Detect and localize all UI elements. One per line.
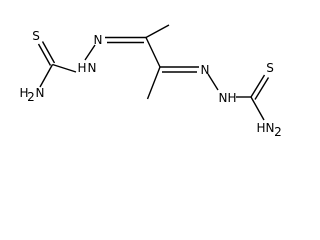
atom-label-nh2-left-h: H [19, 86, 28, 100]
atom-label-h-right: H [227, 91, 236, 105]
bond-lower-methyl [146, 66, 161, 100]
atom-label-h-left: H [77, 61, 86, 75]
atom-label-n-right: N [201, 63, 210, 77]
bond-left-nh-n [84, 44, 96, 61]
atom-label-nh2-right-sub: 2 [274, 125, 282, 139]
atom-labels: S H N N H 2 N N N H S H N 2 [19, 29, 281, 139]
bond-right-c-nh2 [250, 96, 265, 121]
atom-label-nh-left: N [88, 61, 97, 75]
atom-label-nh2-right-h: H [256, 121, 265, 135]
bond-left-c-s-a [37, 43, 52, 66]
bond-right-n-nh [207, 73, 219, 91]
atom-label-nh2-right-n: N [266, 121, 275, 135]
atom-label-nh2-left-sub: 2 [27, 90, 35, 104]
chemical-structure-diagram: S H N N H 2 N N N H S H N 2 [19, 24, 282, 139]
bond-left-c-nh2 [39, 64, 54, 88]
atom-label-s-left: S [32, 29, 40, 43]
bond-right-c-s-b [254, 77, 270, 100]
bond-left-c-s-b [41, 41, 56, 64]
atom-label-s-right: S [266, 61, 274, 75]
atom-label-nh2-left-n: N [36, 86, 45, 100]
bond-upper-methyl [145, 24, 170, 39]
atom-label-nh-right-n: N [219, 91, 228, 105]
bond-right-c-s-a [250, 74, 266, 98]
bond-central-c-c [145, 37, 161, 68]
bonds [37, 24, 270, 121]
bond-left-c-nh [52, 63, 77, 73]
atom-label-n-left: N [94, 33, 103, 47]
